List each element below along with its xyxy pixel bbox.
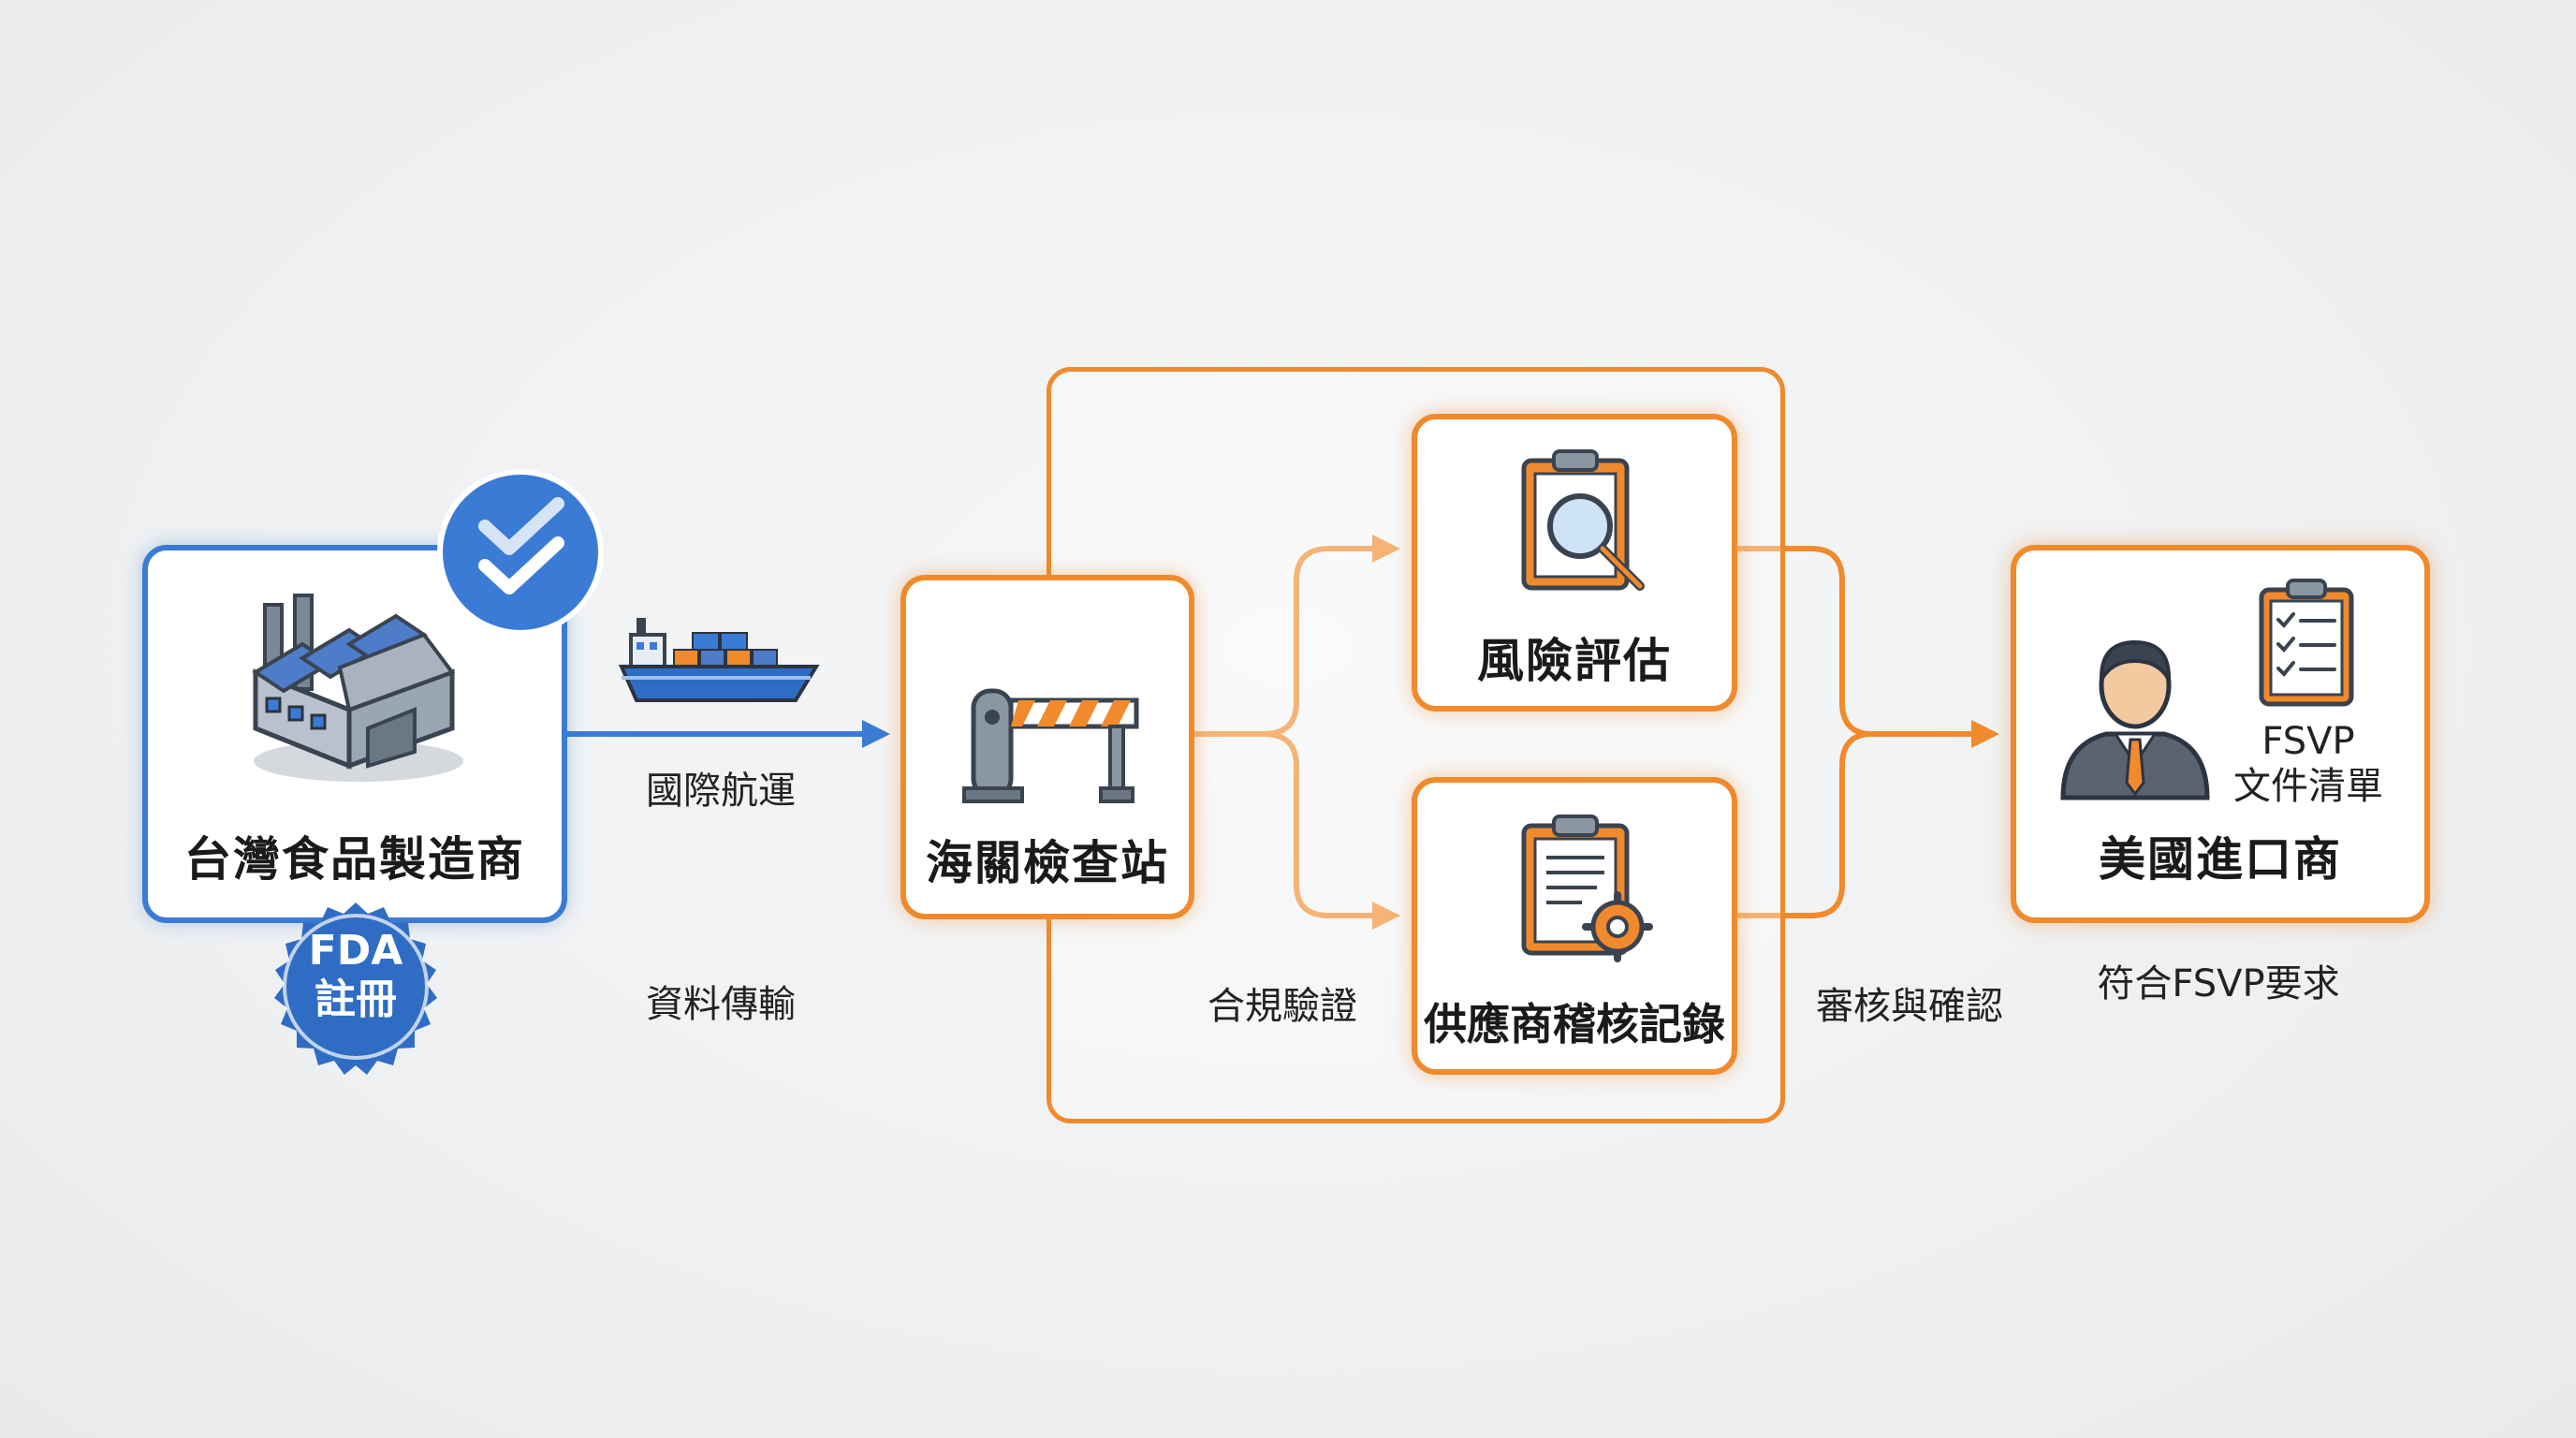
fda-seal-icon xyxy=(274,902,437,1075)
manufacturer-node[interactable]: 台灣食品製造商 xyxy=(142,545,567,923)
risk-assessment-node[interactable]: 風險評估 xyxy=(1412,414,1737,712)
importer-node[interactable]: FSVP 文件清單 美國進口商 xyxy=(2011,545,2430,923)
check-badge-icon xyxy=(437,469,604,636)
arrow-audit-to-importer xyxy=(1737,731,1873,918)
fsvp-requirement-label: 符合FSVP要求 xyxy=(2097,962,2340,1005)
barrier-gate-icon xyxy=(962,688,1139,803)
supplier-audit-label: 供應商稽核記錄 xyxy=(1424,999,1725,1049)
fsvp-document-label: FSVP 文件清單 xyxy=(2233,720,2383,808)
arrow-risk-to-importer xyxy=(1737,546,1999,748)
importer-label: 美國進口商 xyxy=(2099,832,2342,887)
arrow-customs-to-risk xyxy=(1194,535,1400,737)
compliance-label: 合規驗證 xyxy=(1208,985,1357,1028)
customs-label: 海關檢查站 xyxy=(926,836,1169,890)
shipping-label: 國際航運 xyxy=(646,770,796,813)
cargo-ship-icon xyxy=(618,618,820,702)
arrow-customs-to-audit xyxy=(1263,731,1400,930)
factory-icon xyxy=(252,594,463,782)
supplier-audit-node[interactable]: 供應商稽核記錄 xyxy=(1412,777,1737,1075)
customs-node[interactable]: 海關檢查站 xyxy=(900,575,1194,919)
document-gear-icon xyxy=(1521,814,1653,962)
data-transfer-label: 資料傳輸 xyxy=(646,983,796,1026)
clipboard-search-icon xyxy=(1521,449,1645,591)
fda-badge-text: FDA 註冊 xyxy=(308,927,403,1023)
risk-assessment-label: 風險評估 xyxy=(1477,634,1672,688)
checklist-icon xyxy=(2259,579,2354,707)
review-label: 審核與確認 xyxy=(1816,985,2003,1028)
businessman-icon xyxy=(2060,639,2210,800)
manufacturer-label: 台灣食品製造商 xyxy=(184,832,525,887)
